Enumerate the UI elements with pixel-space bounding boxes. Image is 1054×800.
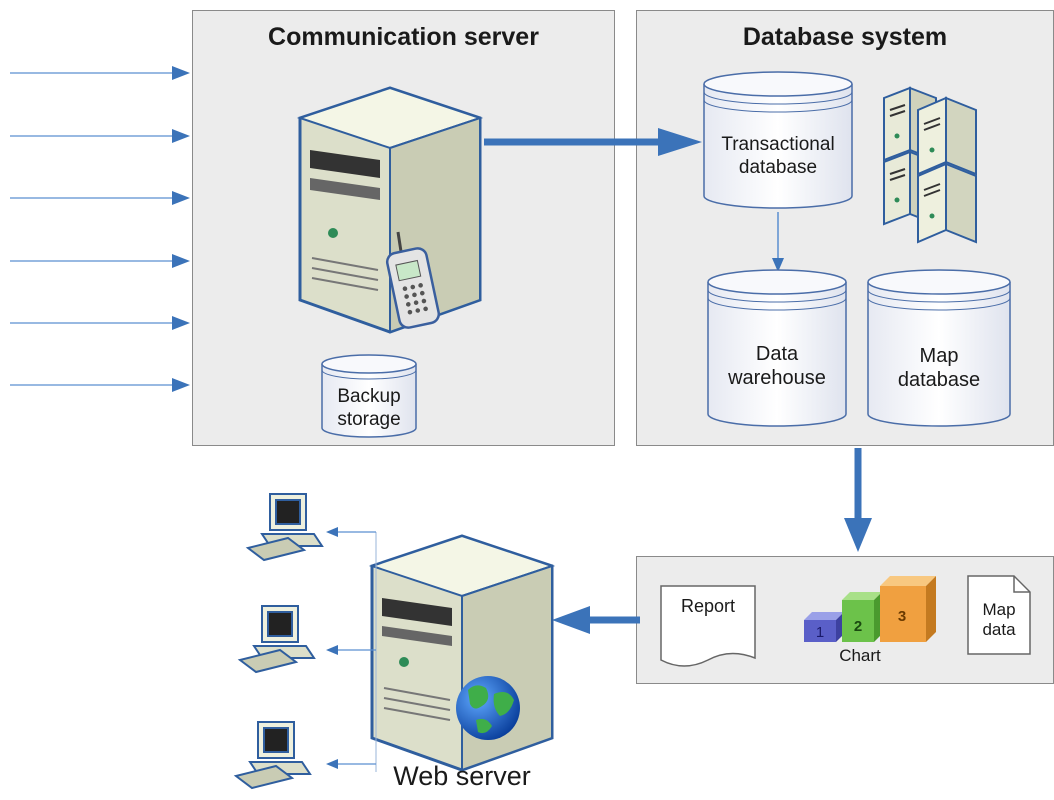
report-label: Report [680,596,736,616]
globe-icon [456,676,520,740]
database-system-title: Database system [742,23,948,51]
client-connector-lines [326,527,377,772]
chart-label: Chart [839,646,881,665]
communication-server-title: Communication server [268,23,539,51]
mobile-phone-icon [385,231,441,329]
communication-server-icon [296,86,484,334]
backup-storage-label: Backup storage [337,386,401,430]
incoming-data-arrows [10,66,190,392]
backup-storage-cylinder [321,354,417,438]
map-database-label: Map database [897,345,981,391]
web-server-label: Web server [393,761,531,791]
chart-bar-label-3: 3 [897,608,907,625]
transactional-database-label: Transactional database [721,134,835,178]
data-warehouse-cylinder [707,269,847,427]
map-data-label: Map data [982,600,1016,640]
desktop-computer-icon [233,493,324,790]
map-data-document-icon [967,575,1031,655]
web-server-icon [368,534,556,772]
map-database-cylinder [867,269,1011,427]
chart-bar-label-2: 2 [853,618,863,635]
transactional-database-cylinder [703,71,853,209]
chart-bar-label-1: 1 [815,624,825,641]
bar-chart-icon [804,576,936,642]
server-rack-icon [883,86,977,244]
report-document-icon [660,585,756,667]
data-warehouse-label: Data warehouse [728,343,826,389]
